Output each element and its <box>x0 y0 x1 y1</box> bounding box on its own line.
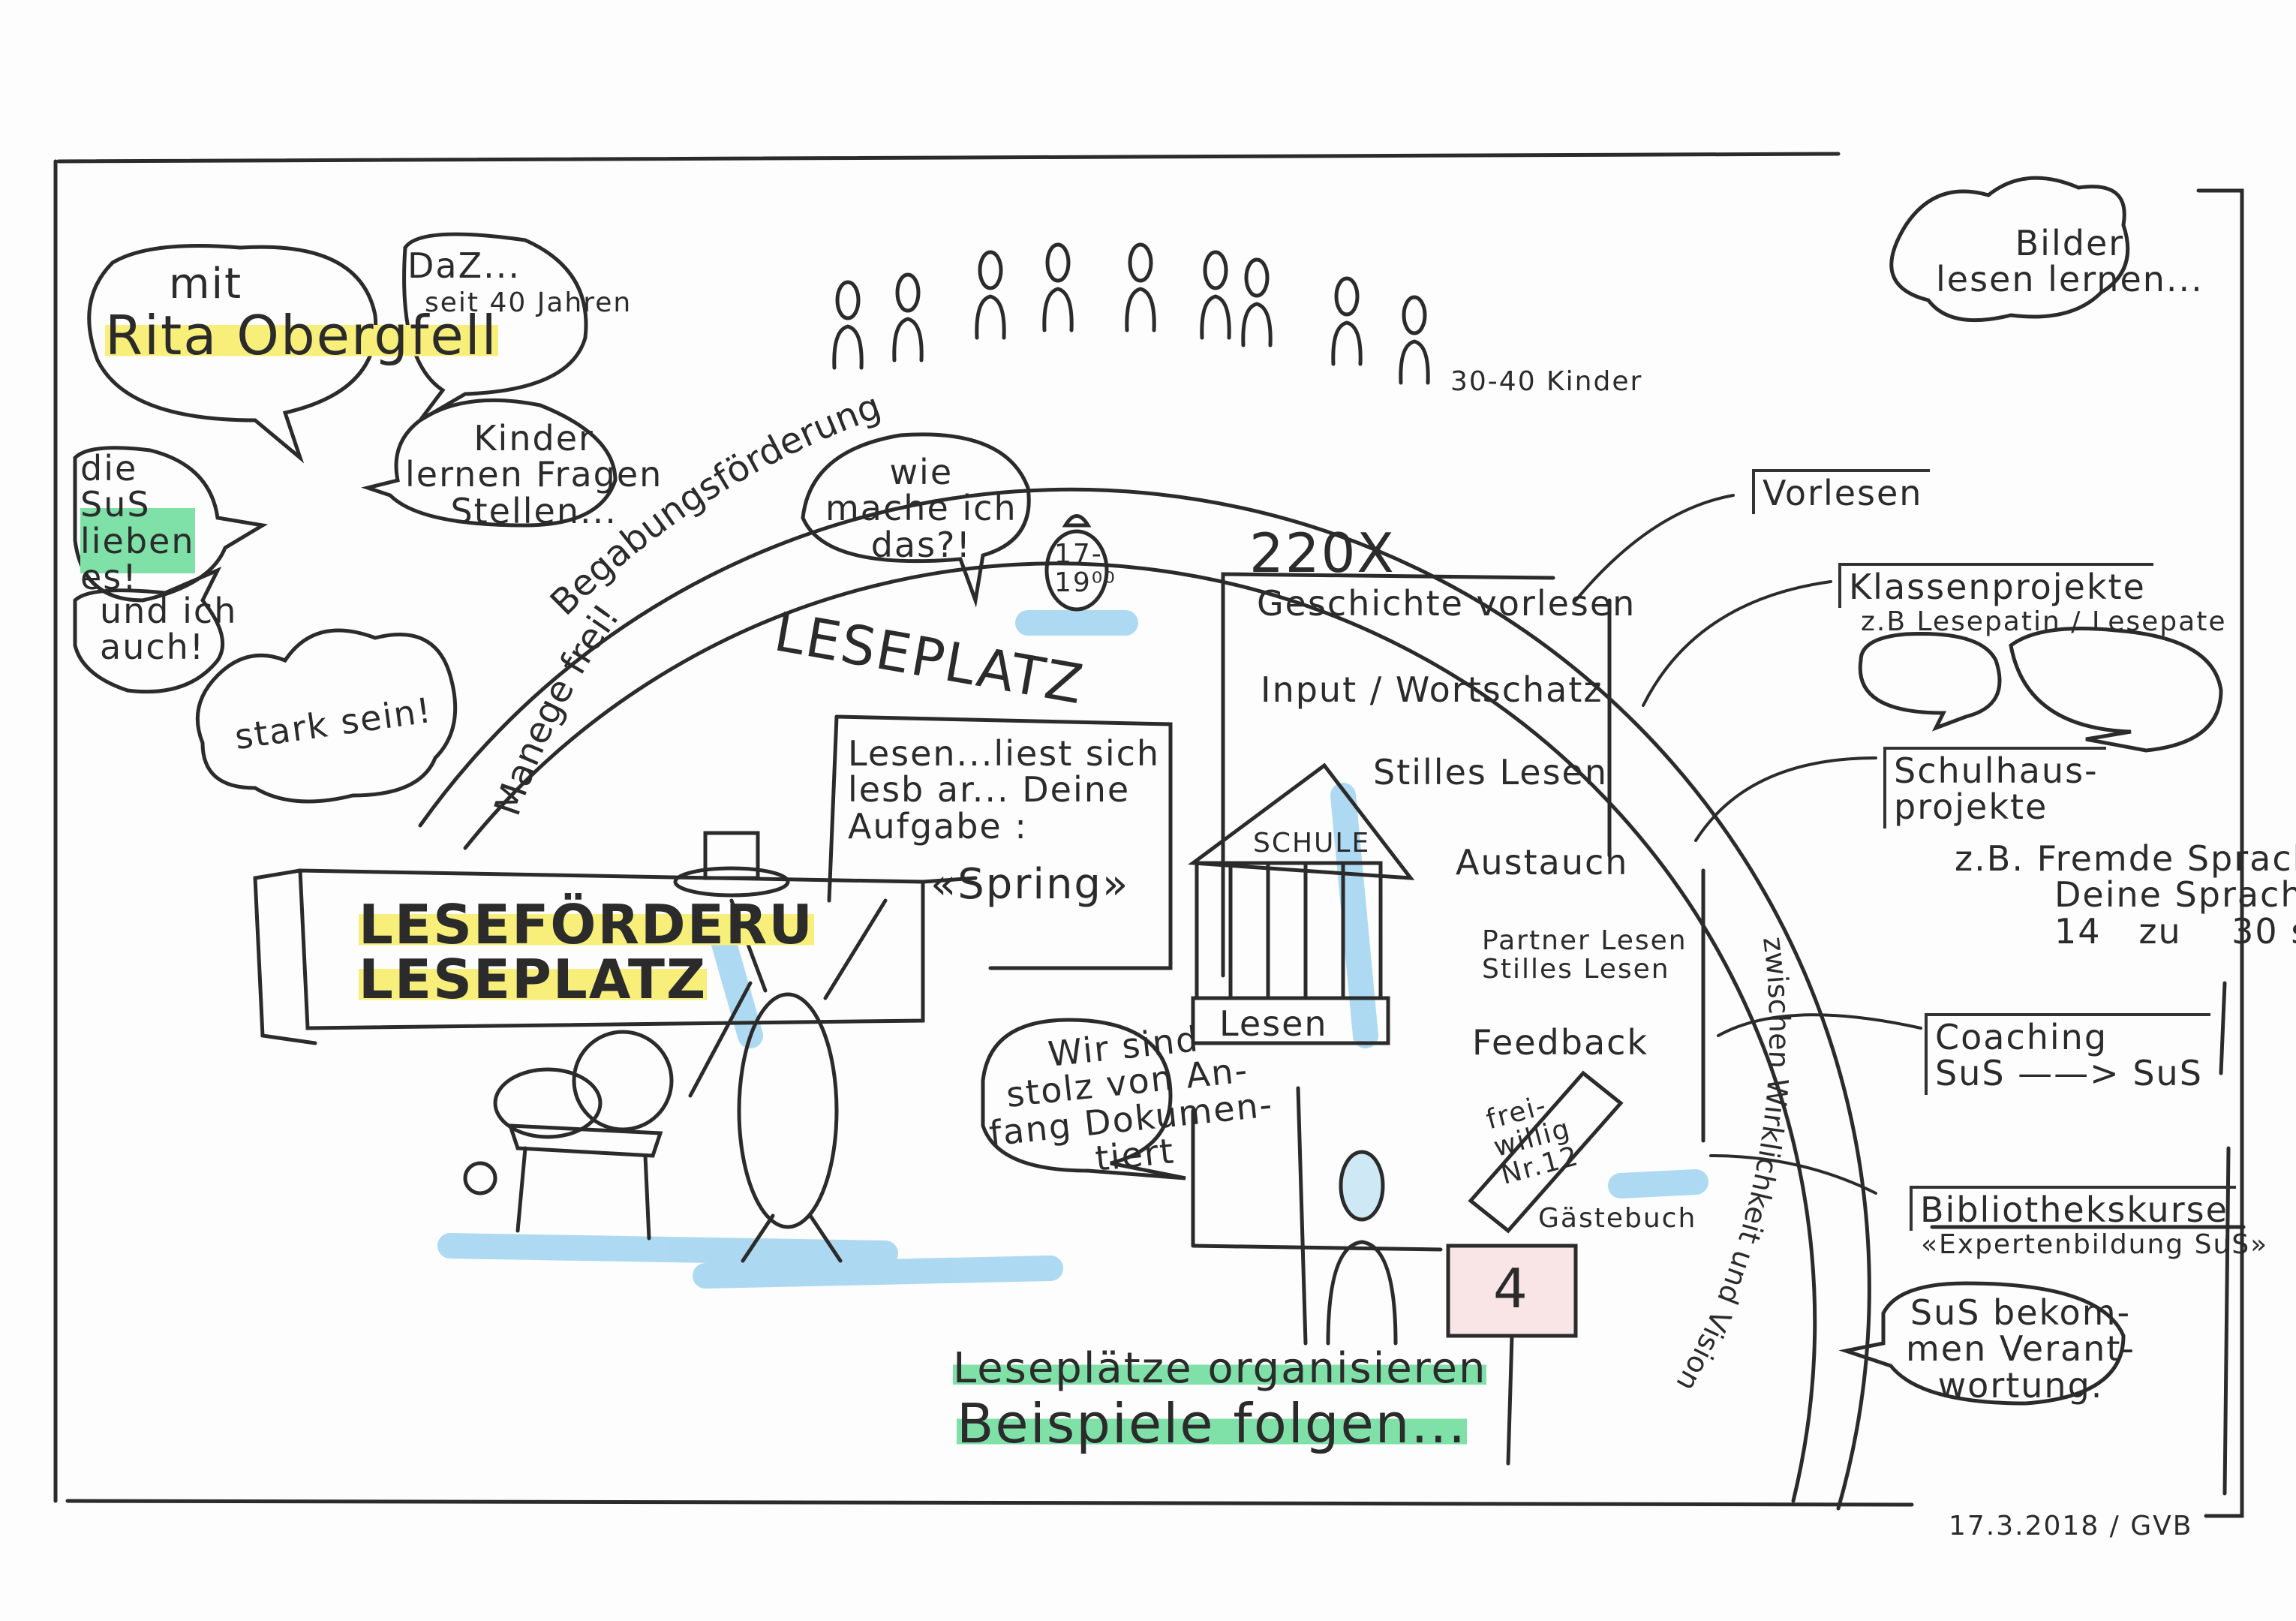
school-label: SCHULE <box>1253 828 1371 859</box>
daz-label: DaZ... <box>407 245 521 286</box>
connector-arrows <box>1574 494 1922 1195</box>
kinder-fragen-bubble: Kinder lernen Fragen Stellen... <box>405 418 663 531</box>
item-vorlesen: Vorlesen <box>1752 469 1931 515</box>
intro-mit: mit <box>169 260 243 308</box>
frame-lines <box>53 152 2244 1518</box>
ringmaster-figure <box>673 831 888 1263</box>
bilder-cloud: Bilder lesen lernen... <box>1936 223 2204 300</box>
board-text: Lesen...liest sich lesb ar... Deine Aufg… <box>848 733 1161 847</box>
flow-count: 220X <box>1249 522 1396 585</box>
item-klassenprojekte: Klassenprojekte <box>1838 563 2153 609</box>
arc-label-vision: zwischen Wirklichkeit und Vision <box>1669 935 1796 1397</box>
sign-number: 4 <box>1493 1257 1529 1320</box>
banner-line-2: LESEPLATZ <box>359 948 708 1011</box>
schulhaus-sub: z.B. Fremde Sprache Deine Sprache 14 zu … <box>1955 838 2296 952</box>
verantwortung-bubble: SuS bekom- men Verant- wortung. <box>1906 1292 2135 1406</box>
ring-arc-outer <box>418 487 1871 1511</box>
flow-step-1: Geschichte vorlesen <box>1257 583 1636 624</box>
leseplaetze-organisieren: Leseplätze organisieren <box>953 1344 1487 1393</box>
right-side-brackets <box>1930 981 2246 1496</box>
bibliothekskurse-sub: «Expertenbildung SuS» <box>1921 1229 2269 1260</box>
guestbook-label: Gästebuch <box>1538 1203 1697 1234</box>
arc-label-manege: Manege frei! <box>486 597 628 821</box>
seit-label: seit 40 Jahren <box>425 287 633 318</box>
flow-step-4: Austauch <box>1456 842 1629 883</box>
flow-step-3: Stilles Lesen <box>1373 752 1609 792</box>
number-sign <box>1446 1244 1578 1338</box>
item-bibliothekskurse: Bibliothekskurse <box>1910 1186 2236 1232</box>
item-schulhausprojekte: Schulhaus- projekte <box>1883 747 2106 829</box>
sign-post <box>1506 1334 1514 1466</box>
ring-arc-inner <box>463 561 1817 1503</box>
school-base-label: Lesen <box>1219 1003 1328 1044</box>
chalkboard <box>827 714 1173 970</box>
footer-date: 17.3.2018 / GVB <box>1949 1511 2193 1541</box>
flow-step-6: Feedback <box>1472 1022 1649 1063</box>
audience-figures <box>832 242 1430 385</box>
sus-lieben-bubble: die SuS lieben es! <box>80 448 195 597</box>
guestbook-book <box>1468 1070 1624 1234</box>
und-ich-bubble: und ich auch! <box>100 591 238 668</box>
beispiele-folgen: Beispiele folgen... <box>957 1392 1468 1455</box>
speech-bubbles <box>73 176 2223 1406</box>
alarm-clock-drawing <box>1044 514 1109 612</box>
speaker-name: Rita Obergfell <box>105 304 498 367</box>
board-spring: «Spring» <box>930 860 1130 909</box>
klassenprojekte-sub: z.B Lesepatin / Lesepate <box>1861 606 2227 637</box>
reader-figure <box>1296 1086 1398 1346</box>
flow-step-5: Partner Lesen Stilles Lesen <box>1482 925 1687 985</box>
school-building <box>1188 762 1415 1045</box>
wie-mache-ich-bubble: wie mache ich das?! <box>825 452 1017 565</box>
kinder-count: 30-40 Kinder <box>1450 366 1643 397</box>
item-coaching: Coaching SuS ——> SuS <box>1925 1013 2210 1095</box>
clock-time: 17- 19⁰⁰ <box>1054 539 1116 598</box>
lion-on-stool <box>463 1030 674 1241</box>
flow-step-2: Input / Wortschatz <box>1261 669 1603 710</box>
banner-line-1: LESEFÖRDERU <box>359 893 814 956</box>
